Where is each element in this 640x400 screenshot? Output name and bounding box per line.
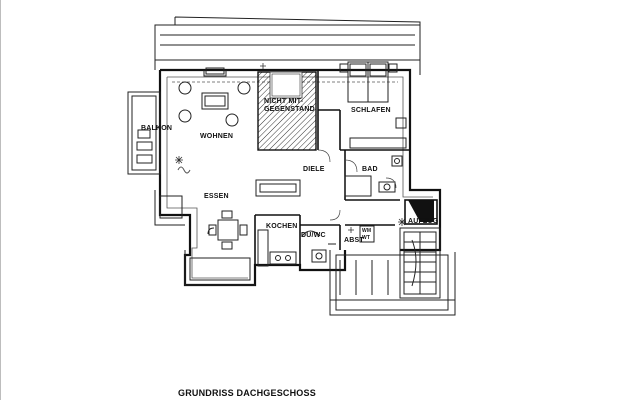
abst-fixtures — [359, 225, 375, 243]
du-wc-fixtures — [301, 230, 336, 263]
room-label-aufzug: AUFZUG — [408, 218, 439, 225]
room-label-kochen: KOCHEN — [266, 223, 298, 230]
balkon-area — [127, 91, 161, 175]
stair-block — [399, 227, 441, 299]
room-label-wt: WT — [362, 235, 371, 241]
kochen-fixtures — [257, 229, 297, 267]
door-arcs — [317, 149, 397, 221]
plan-caption: GRUNDRISS DACHGESCHOSS — [178, 388, 316, 398]
lower-roof — [329, 250, 456, 316]
aufzug-shaft — [404, 199, 438, 225]
diele-counter — [255, 179, 301, 197]
roof-outline — [154, 16, 421, 75]
schlafen-bed — [339, 61, 407, 149]
room-label-wm: WM — [362, 228, 372, 234]
room-label-abst: ABST — [344, 237, 364, 244]
room-label-wohnen: WOHNEN — [200, 133, 234, 140]
essen-table — [207, 210, 248, 250]
room-label-du-wc: DU/WC — [301, 232, 326, 239]
room-label-bad: BAD — [362, 166, 378, 173]
room-label-essen: ESSEN — [204, 193, 229, 200]
hatched-area — [257, 71, 317, 151]
left-edge-rule — [0, 0, 1, 400]
plant-symbols — [175, 63, 406, 233]
room-label-balkon: BALKON — [141, 125, 173, 132]
room-label-diele: DIELE — [303, 166, 325, 173]
room-label-nicht-mitgegenstand-line1: NICHT MIT- — [264, 98, 304, 105]
bad-fixtures — [344, 155, 403, 197]
wohnen-furniture — [177, 67, 251, 174]
room-label-schlafen: SCHLAFEN — [351, 107, 391, 114]
left-lower-roof — [154, 190, 255, 286]
room-label-nicht-mitgegenstand-line2: GEGENSTAND — [264, 106, 315, 113]
